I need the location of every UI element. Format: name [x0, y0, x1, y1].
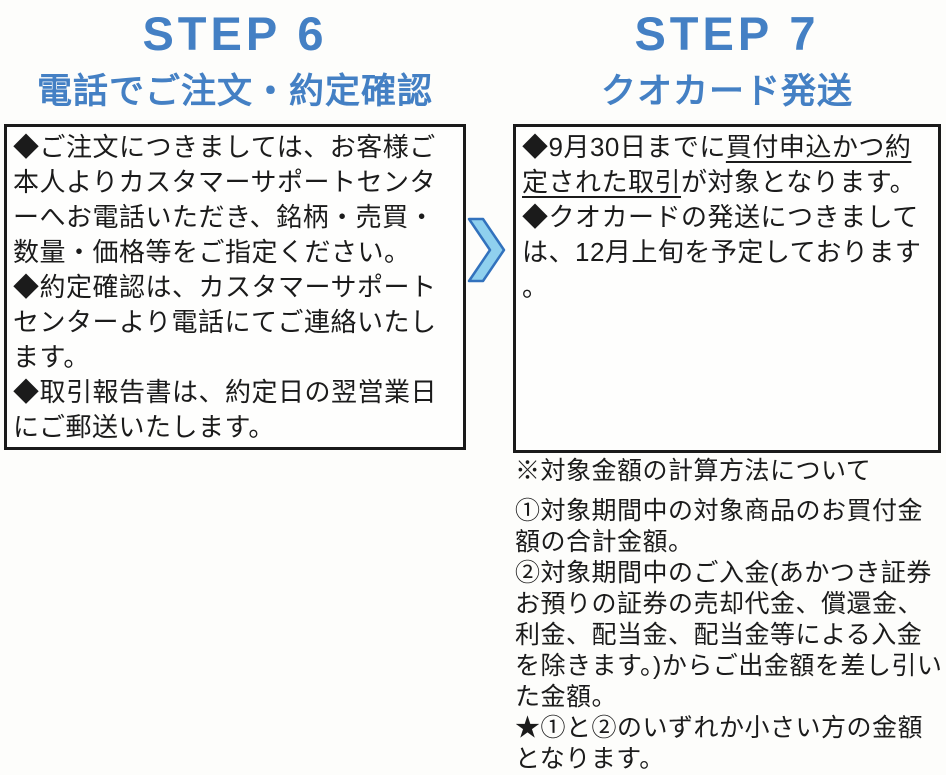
note-item-3: ★①と②のいずれか小さい方の金額となります。	[515, 714, 924, 773]
step6-subtitle: 電話でご注文・約定確認	[36, 72, 433, 111]
step6-title: STEP 6	[142, 7, 328, 60]
step7-info-box: ◆9月30日までに買付申込かつ約定された取引が対象となります。 ◆クオカードの発…	[513, 124, 941, 453]
calculation-notes: ※対象金額の計算方法について ①対象期間中の対象商品のお買付金額の合計金額。 ②…	[515, 456, 945, 775]
step6-bullet-order: ◆ご注文につきましては、お客様ご本人よりカスタマーサポートセンターへお電話いただ…	[13, 132, 436, 267]
step7-subtitle: クオカード発送	[600, 72, 853, 111]
step7-bullet-eligibility: ◆9月30日までに買付申込かつ約定された取引が対象となります。	[522, 130, 932, 200]
step7-eligibility-prefix: ◆9月30日までに	[522, 132, 726, 162]
notes-heading: ※対象金額の計算方法について	[515, 457, 872, 485]
step6-bullet-confirmation: ◆約定確認は、カスタマーサポートセンターより電話にてご連絡いたします。	[13, 272, 437, 372]
step7-eligibility-underlined: 買付申込かつ約定された取引	[522, 132, 912, 197]
right-chevron-icon	[467, 217, 507, 283]
note-item-2: ②対象期間中のご入金(あかつき証券お預りの証券の売却代金、償還金、利金、配当金、…	[515, 559, 943, 711]
step7-title: STEP 7	[634, 7, 820, 60]
step6-bullet-report: ◆取引報告書は、約定日の翌営業日にご郵送いたします。	[13, 377, 438, 442]
step7-bullet-shipping: ◆クオカードの発送につきましては、12月上旬を予定しております。	[522, 202, 922, 302]
step7-eligibility-suffix: が対象となります。	[681, 167, 917, 197]
note-item-1: ①対象期間中の対象商品のお買付金額の合計金額。	[515, 497, 924, 556]
step6-info-box: ◆ご注文につきましては、お客様ご本人よりカスタマーサポートセンターへお電話いただ…	[4, 124, 466, 450]
